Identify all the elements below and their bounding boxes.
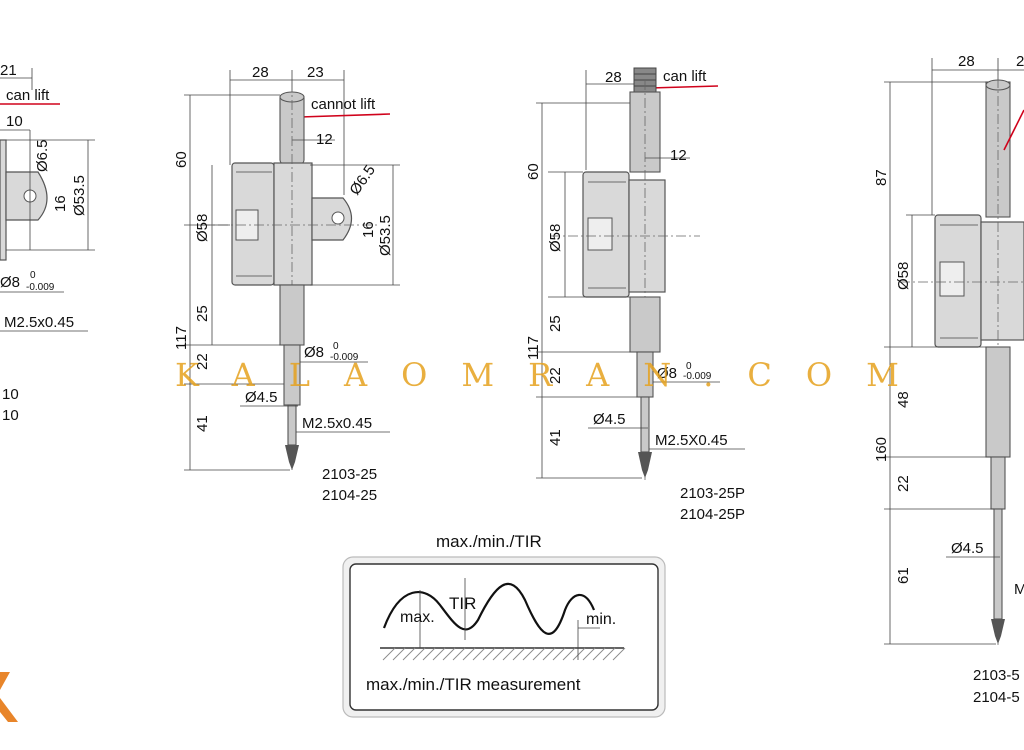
can-lift-label-left: can lift: [6, 87, 50, 104]
model-left-2: 10: [2, 407, 19, 424]
dim-d53-5-a: Ø53.5: [377, 215, 394, 256]
dim-d6-5-left: Ø6.5: [34, 139, 51, 172]
tol-hi-a: 0: [333, 341, 339, 352]
tol-hi-b: 0: [686, 361, 692, 372]
indicator-drawing-2103-25: 28 23 cannot lift 12 Ø6.5 16 Ø53.5: [173, 64, 400, 504]
dim-d6-5-a: Ø6.5: [346, 162, 379, 198]
tir-label: TIR: [449, 594, 476, 613]
dim-28-c: 28: [958, 53, 975, 70]
tol-lo-a: -0.009: [330, 352, 359, 363]
dim-22-b: 22: [547, 367, 564, 384]
dim-d8-a: Ø8: [304, 344, 324, 361]
model-2104-25P: 2104-25P: [680, 506, 745, 523]
can-lift-label-b: can lift: [663, 68, 707, 85]
dim-60-a: 60: [173, 151, 190, 168]
dim-41-a: 41: [194, 415, 211, 432]
dim-23-a: 23: [307, 64, 324, 81]
cannot-lift-label: cannot lift: [311, 96, 376, 113]
tir-caption: max./min./TIR measurement: [366, 675, 581, 694]
dim-d4-5-b: Ø4.5: [593, 411, 626, 428]
dim-87-c: 87: [873, 169, 890, 186]
dim-160-c: 160: [873, 437, 890, 462]
dim-22-c: 22: [895, 475, 912, 492]
dim-d8-b: Ø8: [657, 365, 677, 382]
dim-10-left: 10: [6, 113, 23, 130]
model-2103-25: 2103-25: [322, 466, 377, 483]
dim-2-c: 2: [1016, 53, 1024, 70]
dim-60-b: 60: [525, 163, 542, 180]
thread-c-partial: M: [1014, 581, 1024, 598]
dim-d58-b: Ø58: [547, 224, 564, 252]
dim-41-b: 41: [547, 429, 564, 446]
model-2104-5: 2104-5: [973, 689, 1020, 706]
watermark-text: KALAOMRAN.COM: [175, 356, 933, 394]
dim-12-a: 12: [316, 131, 333, 148]
model-2103-25P: 2103-25P: [680, 485, 745, 502]
dim-22-a: 22: [194, 353, 211, 370]
tir-diagram: max./min./TIR max. TIR min. max./min./TI…: [342, 532, 666, 718]
model-left-1: 10: [2, 386, 19, 403]
tir-min-label: min.: [586, 611, 616, 628]
dim-25-a: 25: [194, 305, 211, 322]
dim-48-c: 48: [895, 391, 912, 408]
dim-16-left: 16: [52, 195, 69, 212]
dim-d53-5-left: Ø53.5: [71, 175, 88, 216]
tir-title: max./min./TIR: [436, 532, 542, 551]
dim-16-a: 16: [360, 221, 377, 238]
dim-d58-c: Ø58: [895, 262, 912, 290]
tol-hi-left: 0: [30, 270, 36, 281]
left-partial-drawing: 21 can lift 10 Ø6.5 16 Ø53.5 Ø8 0 -0.009…: [0, 62, 95, 424]
tir-max-label: max.: [400, 609, 435, 626]
model-2104-25: 2104-25: [322, 487, 377, 504]
thread-a: M2.5x0.45: [302, 415, 372, 432]
model-2103-5: 2103-5: [973, 667, 1020, 684]
dim-d4-5-c: Ø4.5: [951, 540, 984, 557]
indicator-drawing-2103-5: 28 2 87 Ø58 48 160 22 61 Ø4.5: [873, 53, 1024, 706]
dim-12-b: 12: [670, 147, 687, 164]
dim-25-b: 25: [547, 315, 564, 332]
dim-d8-left: Ø8: [0, 274, 20, 291]
logo-fragment: [0, 672, 18, 722]
tol-lo-b: -0.009: [683, 371, 712, 382]
dim-28-b: 28: [605, 69, 622, 86]
dim-117-b: 117: [525, 336, 542, 360]
thread-b: M2.5X0.45: [655, 432, 728, 449]
dim-28-a: 28: [252, 64, 269, 81]
dim-117-a: 117: [173, 326, 190, 350]
dim-61-c: 61: [895, 567, 912, 584]
dim-d4-5-a: Ø4.5: [245, 389, 278, 406]
indicator-drawing-2103-25P: 28 can lift 12 60 Ø58 25 1: [525, 67, 745, 523]
tol-lo-left: -0.009: [26, 282, 55, 293]
dim-21: 21: [0, 62, 17, 79]
thread-left: M2.5x0.45: [4, 314, 74, 331]
dim-d58-a: Ø58: [194, 214, 211, 242]
